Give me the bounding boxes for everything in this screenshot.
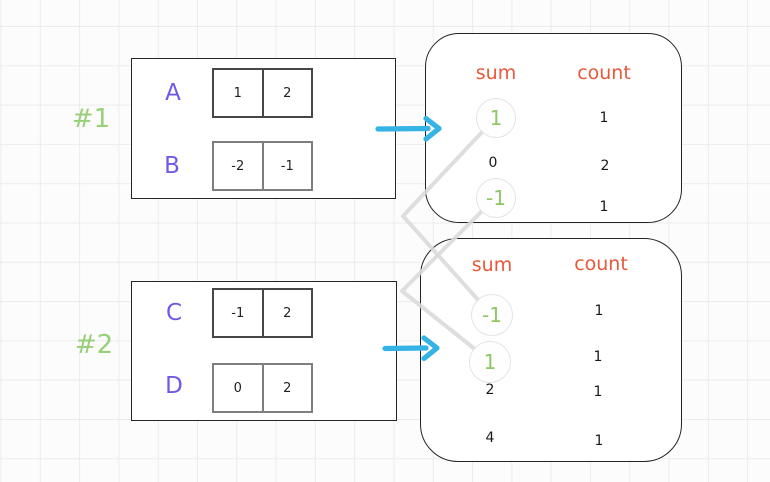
array-a-cell-0: 1	[233, 85, 242, 101]
array-b-cell-0: -2	[231, 158, 245, 174]
example-2-sum-header: sum	[471, 254, 513, 276]
array-c-cell-0: -1	[231, 305, 245, 321]
example-2-sum-value-2: 2	[485, 382, 495, 398]
array-b-cells: -2 -1	[212, 141, 313, 191]
array-b-label: B	[164, 153, 180, 179]
example-2-count-header: count	[574, 253, 628, 275]
highlight-circle-sum: 1	[469, 341, 511, 383]
example-1-count-value-2: 1	[599, 199, 609, 215]
example-1-sum-header: sum	[475, 62, 517, 84]
example-1-result-table	[425, 33, 682, 223]
array-c-cell-1: 2	[261, 290, 312, 336]
example-1-sum-value-1: 0	[488, 155, 498, 171]
example-2-count-value-2: 1	[593, 384, 603, 400]
example-1-tag: #1	[71, 104, 111, 134]
array-a-cells: 1 2	[212, 68, 313, 118]
example-2-sum-value-1: 1	[483, 350, 497, 374]
example-2-count-value-1: 1	[593, 349, 603, 365]
example-1-count-value-1: 2	[600, 158, 610, 174]
array-d-cell-0: 0	[233, 380, 242, 396]
array-d-cell-1: 2	[261, 365, 312, 411]
example-2-result-table	[420, 238, 682, 462]
example-1-count-value-0: 1	[599, 110, 609, 126]
example-1-sum-value-0: 1	[489, 106, 503, 130]
example-2-sum-value-0: -1	[482, 303, 502, 327]
array-d-label: D	[165, 373, 183, 399]
example-2-sum-value-3: 4	[485, 430, 495, 446]
example-2-tag: #2	[74, 330, 114, 360]
array-d-cells: 0 2	[212, 363, 313, 413]
example-1-count-header: count	[577, 62, 631, 84]
array-a-label: A	[165, 80, 181, 106]
highlight-circle-sum: 1	[476, 98, 516, 138]
example-2-count-value-0: 1	[594, 303, 604, 319]
array-c-cells: -1 2	[212, 288, 313, 338]
array-b-cell-1: -1	[261, 143, 312, 189]
array-a-cell-1: 2	[261, 70, 312, 116]
highlight-circle-sum: -1	[471, 294, 513, 336]
array-c-label: C	[165, 300, 183, 326]
example-1-sum-value-2: -1	[486, 186, 506, 210]
highlight-circle-sum: -1	[476, 178, 516, 218]
example-2-count-value-3: 1	[594, 433, 604, 449]
